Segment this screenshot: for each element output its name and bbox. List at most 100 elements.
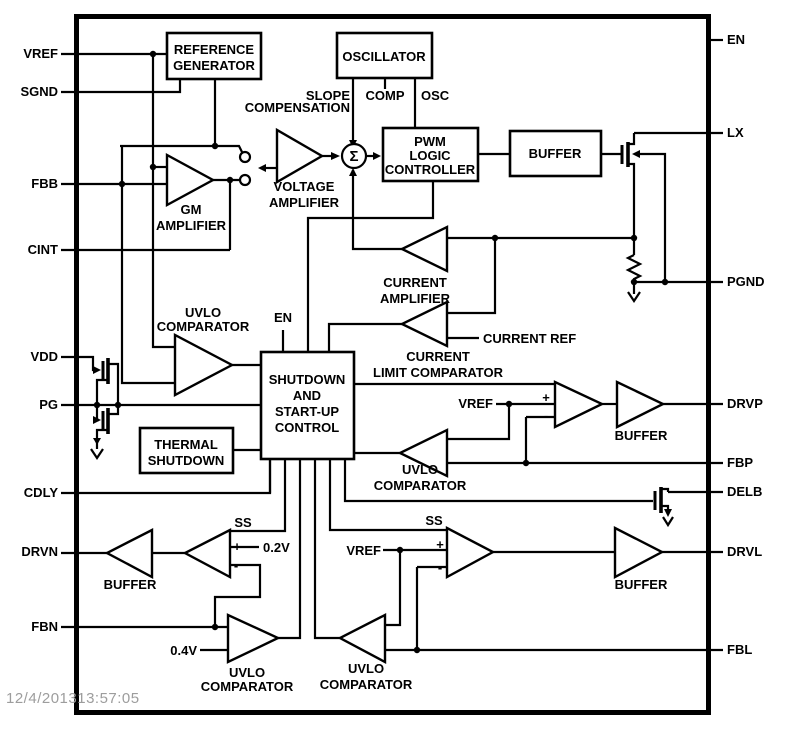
switch-contact-top-icon [238, 150, 252, 164]
thermal-shutdown-label: THERMAL [154, 437, 218, 452]
voltage-amplifier-label: VOLTAGE [274, 179, 335, 194]
lx-mosfet-icon [620, 142, 630, 167]
uvlo-comparator-vdd-triangle [173, 333, 235, 397]
svg-text:LIMIT COMPARATOR: LIMIT COMPARATOR [373, 365, 504, 380]
drvn-buffer-triangle [104, 528, 154, 579]
svg-text:COMPARATOR: COMPARATOR [157, 319, 250, 334]
vref-mid-label: VREF [458, 396, 493, 411]
pin-drvl: DRVL [727, 544, 762, 559]
blocks [138, 31, 603, 475]
svg-text:AND: AND [293, 388, 321, 403]
shutdown-startup-control-block [259, 350, 356, 461]
shutdown-control-label: SHUTDOWN [269, 372, 346, 387]
pin-pgnd: PGND [727, 274, 765, 289]
en-internal-label: EN [274, 310, 292, 325]
chip-boundary [74, 14, 711, 715]
ground-symbols [90, 291, 674, 528]
pin-fbb: FBB [31, 176, 58, 191]
gm-amplifier-triangle [165, 152, 216, 208]
timestamp: 12/4/201313:57:05 [6, 690, 140, 707]
pin-labels: VREF SGND FBB CINT VDD PG CDLY DRVN FBN … [20, 32, 764, 657]
svg-text:-: - [438, 560, 442, 575]
pin-en: EN [727, 32, 745, 47]
uvlo-comparator-fbl-triangle [337, 613, 387, 664]
drvl-buffer-triangle [613, 526, 665, 579]
uvlo-fbp-label: UVLO [402, 462, 438, 477]
svg-text:AMPLIFIER: AMPLIFIER [156, 218, 227, 233]
oscillator-block [335, 31, 434, 80]
switch-contact-bottom-icon [238, 173, 252, 187]
pin-sgnd: SGND [20, 84, 58, 99]
svg-text:COMPARATOR: COMPARATOR [374, 478, 467, 493]
v04-label: 0.4V [170, 643, 197, 658]
uvlo-comparator-fbn-triangle [226, 613, 281, 664]
svg-text:+: + [233, 539, 241, 554]
pin-fbn: FBN [31, 619, 58, 634]
comp-label: COMP [366, 88, 405, 103]
svg-text:CONTROLLER: CONTROLLER [385, 162, 476, 177]
reference-generator-block [165, 31, 263, 81]
junction-dots [93, 50, 669, 654]
current-limit-comparator-triangle [399, 300, 449, 348]
svg-text:GENERATOR: GENERATOR [173, 58, 255, 73]
pg-mosfet-icon [101, 408, 110, 434]
pin-drvn: DRVN [21, 544, 58, 559]
pin-pg: PG [39, 397, 58, 412]
pin-delb: DELB [727, 484, 762, 499]
drvp-buffer-label: BUFFER [615, 428, 668, 443]
pwm-logic-controller-block [381, 126, 480, 183]
svg-text:-: - [234, 558, 238, 573]
block-labels: REFERENCE GENERATOR OSCILLATOR PWM LOGIC… [148, 42, 582, 468]
svg-text:AMPLIFIER: AMPLIFIER [269, 195, 340, 210]
drvn-buffer-label: BUFFER [104, 577, 157, 592]
svg-text:SHUTDOWN: SHUTDOWN [148, 453, 225, 468]
pin-drvp: DRVP [727, 396, 763, 411]
uvlo-comparator-fbp-triangle [397, 428, 449, 478]
pin-cdly: CDLY [24, 485, 59, 500]
ss-comparator-right-triangle [445, 526, 496, 580]
osc-label: OSC [421, 88, 450, 103]
svg-text:CONTROL: CONTROL [275, 420, 339, 435]
pin-vref: VREF [23, 46, 58, 61]
ss-left-label: SS [234, 515, 252, 530]
delb-ground-icon [662, 516, 674, 528]
current-ref-label: CURRENT REF [483, 331, 576, 346]
buffer-top-label: BUFFER [529, 146, 582, 161]
buffer-top-block [508, 129, 603, 178]
svg-text:-: - [544, 408, 548, 423]
signal-labels: SLOPE COMPENSATION COMP OSC EN CURRENT R… [170, 88, 576, 658]
pwm-logic-controller-label: PWM [414, 134, 446, 149]
svg-text:+: + [542, 390, 550, 405]
uvlo-fbl-label: UVLO [348, 661, 384, 676]
pg-ground-icon [90, 448, 104, 460]
voltage-amplifier-triangle [275, 127, 325, 185]
gm-amplifier-label: GM [181, 202, 202, 217]
reference-generator-label: REFERENCE [174, 42, 255, 57]
arrowheads [93, 140, 672, 517]
oscillator-label: OSCILLATOR [342, 49, 426, 64]
pgnd-ground-icon [627, 291, 641, 303]
uvlo-vdd-label: UVLO [185, 305, 221, 320]
svg-text:START-UP: START-UP [275, 404, 339, 419]
current-amplifier-triangle [399, 225, 449, 273]
pin-cint: CINT [28, 242, 58, 257]
current-limit-comparator-label: CURRENT [406, 349, 470, 364]
summing-node-symbol: Σ [349, 148, 358, 165]
svg-text:LOGIC: LOGIC [409, 148, 451, 163]
svg-text:+: + [436, 537, 444, 552]
v02-label: 0.2V [263, 540, 290, 555]
drvp-comparator-triangle [553, 380, 605, 429]
summing-node [340, 142, 368, 170]
drvp-buffer-triangle [615, 380, 666, 429]
thermal-shutdown-block [138, 426, 235, 475]
delb-mosfet-icon [653, 487, 663, 513]
mosfets [101, 142, 663, 513]
current-amplifier-label: CURRENT [383, 275, 447, 290]
svg-text:COMPARATOR: COMPARATOR [201, 679, 294, 694]
svg-text:COMPARATOR: COMPARATOR [320, 677, 413, 692]
uvlo-fbn-label: UVLO [229, 665, 265, 680]
triangles [104, 127, 666, 664]
svg-text:COMPENSATION: COMPENSATION [245, 100, 350, 115]
